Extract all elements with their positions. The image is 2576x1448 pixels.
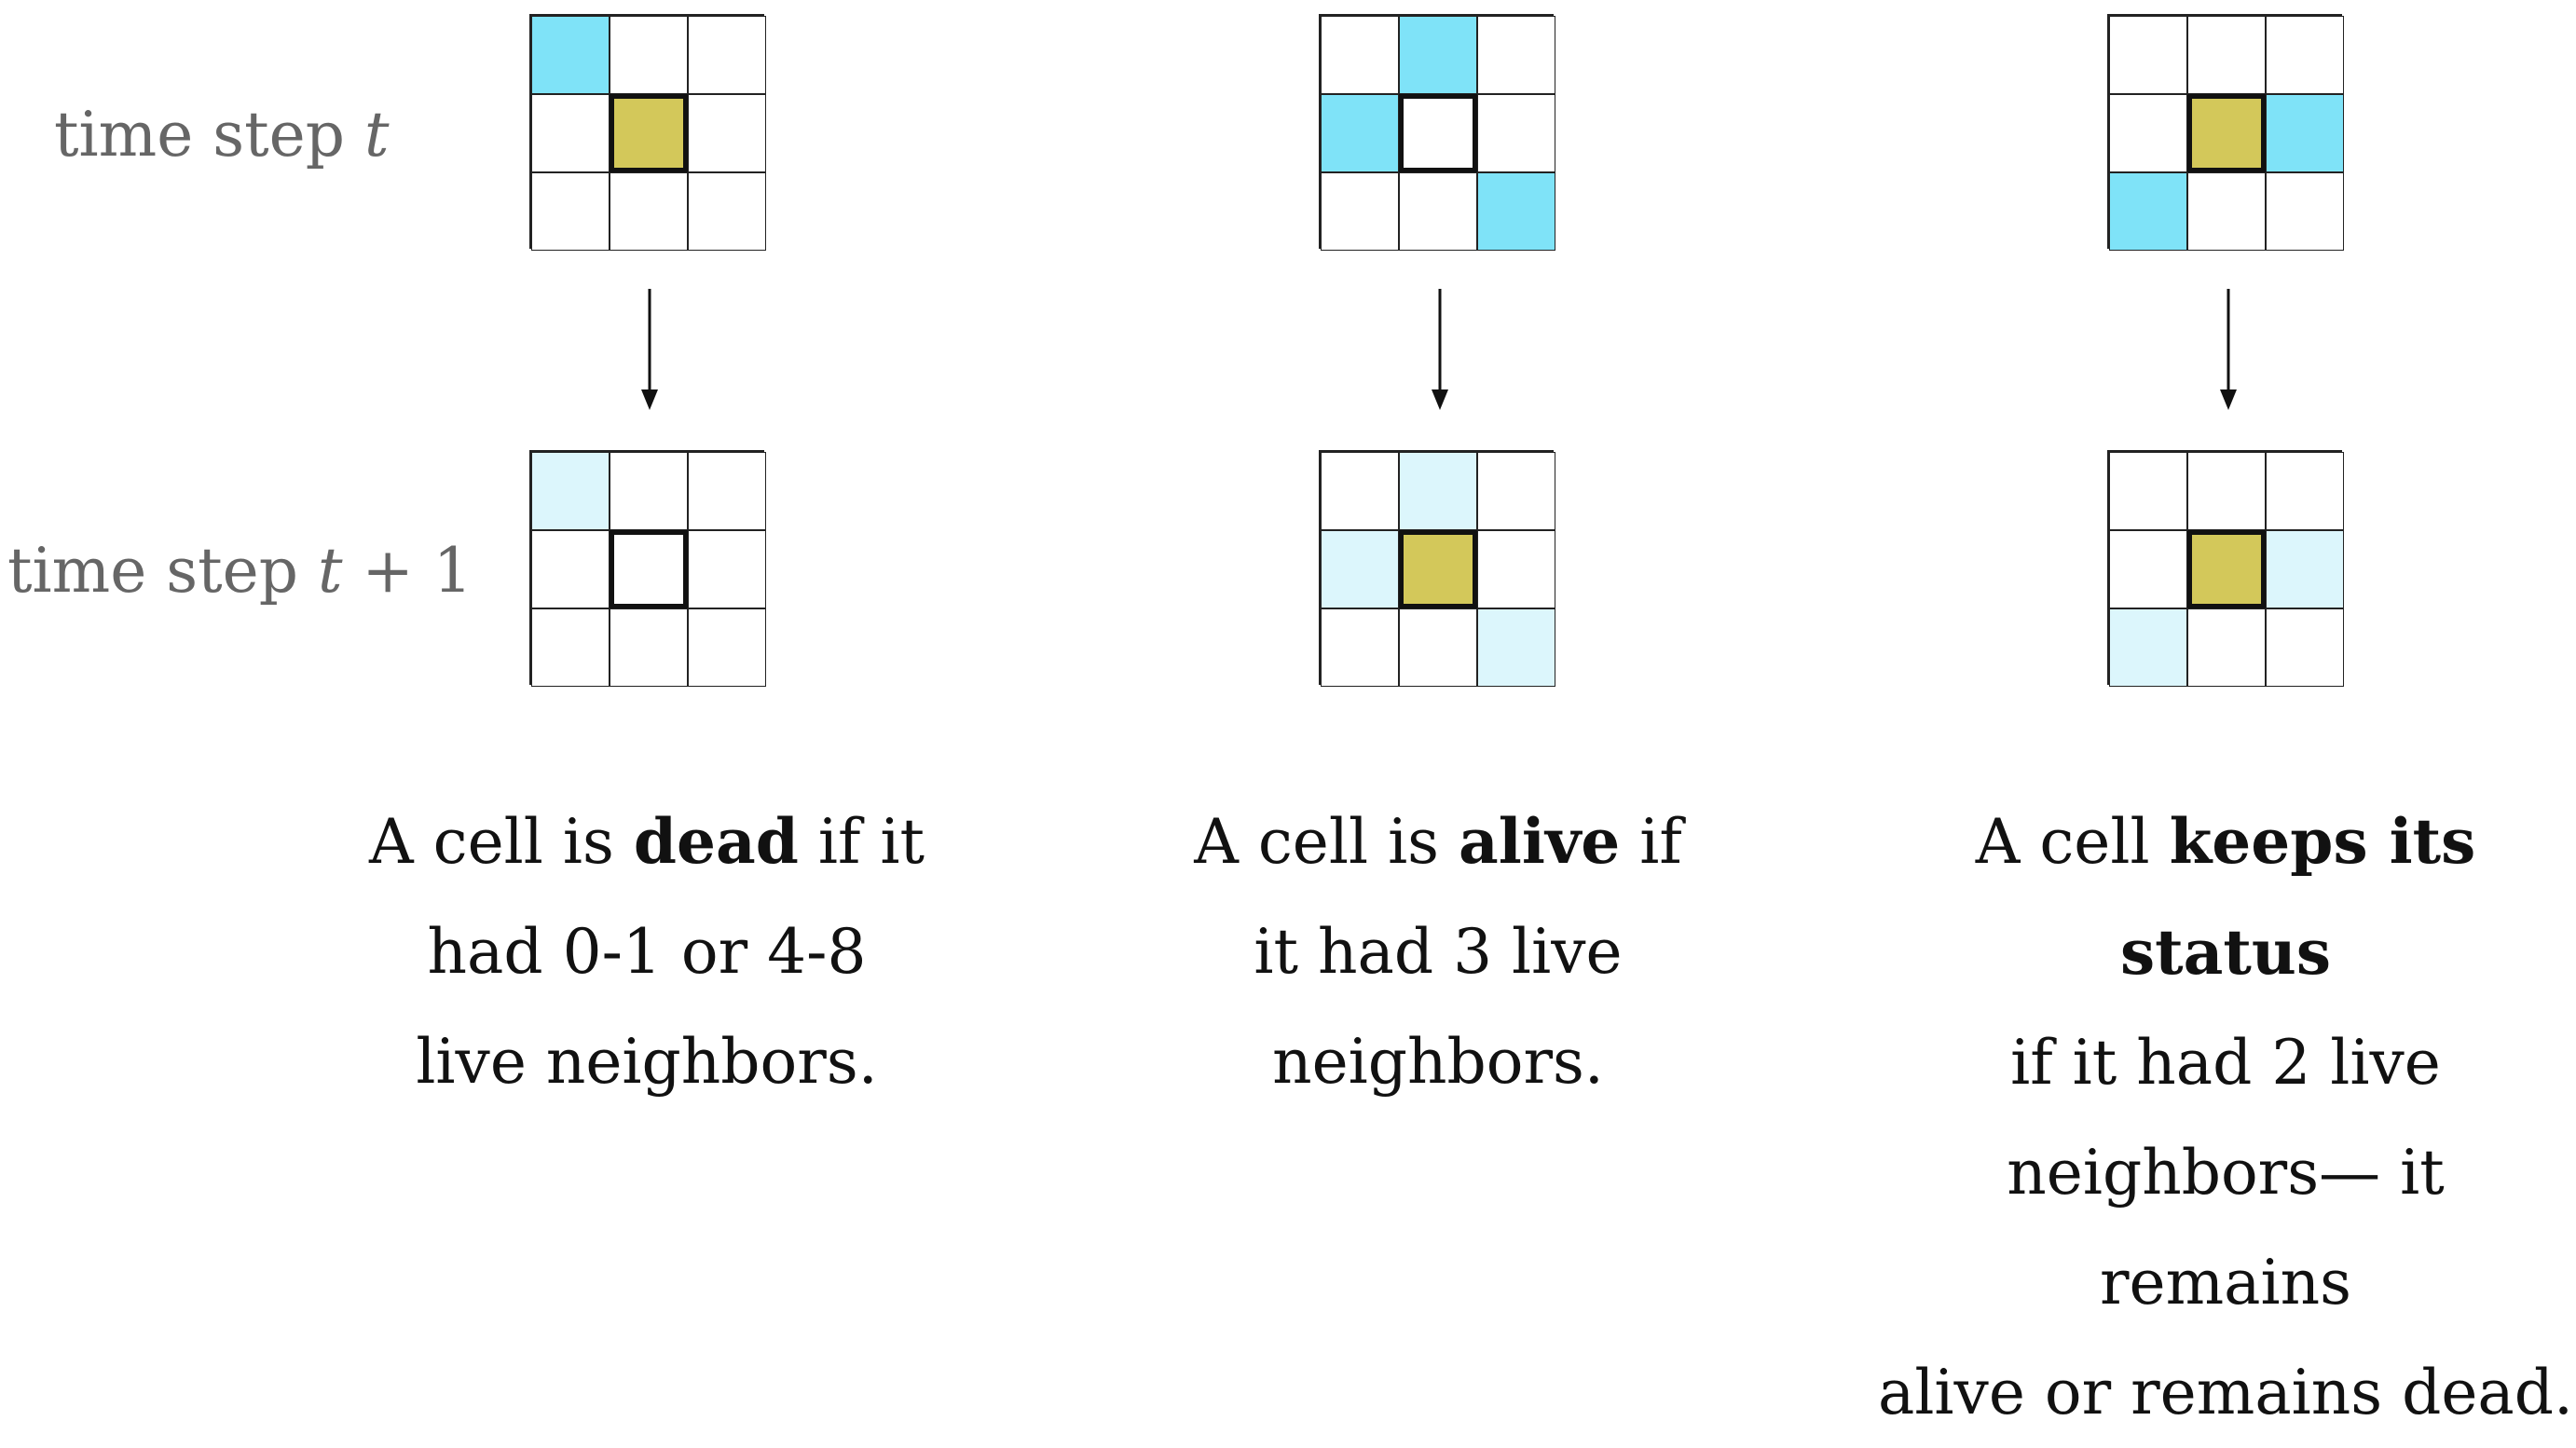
neighbor-cell <box>2109 452 2187 530</box>
rule2-caption-line3: neighbors. <box>1272 1026 1604 1098</box>
rule1-caption: A cell is dead if it had 0-1 or 4-8 live… <box>293 786 1001 1117</box>
rule1-caption-line1: A cell is dead if it <box>293 786 1001 897</box>
neighbor-cell <box>2109 608 2187 687</box>
rule2-caption-line1: A cell is alive if <box>1084 786 1792 897</box>
neighbor-cell <box>688 530 766 608</box>
neighbor-cell <box>2187 16 2266 94</box>
neighbor-cell <box>2266 16 2344 94</box>
rule2-arrow <box>1432 289 1448 410</box>
label-var: t <box>363 99 390 171</box>
neighbor-cell <box>2109 530 2187 608</box>
neighbor-cell <box>1321 172 1399 251</box>
rule1-caption-line3: live neighbors. <box>416 1026 878 1098</box>
neighbor-cell <box>1321 608 1399 687</box>
neighbor-cell <box>531 172 610 251</box>
label-time-step-t-plus-1: time step t + 1 <box>7 540 473 602</box>
neighbor-cell <box>1477 172 1555 251</box>
neighbor-cell <box>2109 172 2187 251</box>
caption-text: if it <box>798 806 925 878</box>
rule3-caption-line2: if it had 2 live <box>2010 1027 2441 1099</box>
neighbor-cell <box>1399 608 1477 687</box>
center-cell <box>610 530 688 608</box>
neighbor-cell <box>688 452 766 530</box>
rule3-caption-line4: alive or remains dead. <box>1877 1357 2574 1428</box>
neighbor-cell <box>1477 94 1555 172</box>
caption-text: A cell <box>1975 806 2170 878</box>
label-prefix: time step <box>7 535 318 607</box>
rule3-grid-before <box>2107 14 2344 251</box>
neighbor-cell <box>1321 452 1399 530</box>
neighbor-cell <box>531 16 610 94</box>
neighbor-cell <box>1321 94 1399 172</box>
neighbor-cell <box>610 608 688 687</box>
neighbor-cell <box>1477 608 1555 687</box>
neighbor-cell <box>2266 608 2344 687</box>
caption-text: A cell is <box>368 806 634 878</box>
caption-bold: dead <box>633 805 799 878</box>
caption-bold: keeps its status <box>2119 805 2476 989</box>
neighbor-cell <box>1477 16 1555 94</box>
neighbor-cell <box>531 452 610 530</box>
label-var: t <box>317 535 343 607</box>
rule1-grid-after <box>529 450 766 687</box>
rule1-caption-line2: had 0-1 or 4-8 <box>427 916 867 988</box>
neighbor-cell <box>2266 172 2344 251</box>
center-cell <box>610 94 688 172</box>
neighbor-cell <box>688 94 766 172</box>
center-cell <box>1399 530 1477 608</box>
neighbor-cell <box>1321 16 1399 94</box>
rule2-caption-line2: it had 3 live <box>1254 916 1623 988</box>
neighbor-cell <box>2109 16 2187 94</box>
neighbor-cell <box>688 172 766 251</box>
center-cell <box>1399 94 1477 172</box>
neighbor-cell <box>1399 172 1477 251</box>
label-suffix: + 1 <box>342 535 473 607</box>
label-time-step-t: time step t <box>54 104 389 166</box>
neighbor-cell <box>2187 608 2266 687</box>
neighbor-cell <box>688 16 766 94</box>
rule2-caption: A cell is alive if it had 3 live neighbo… <box>1084 786 1792 1117</box>
neighbor-cell <box>2109 94 2187 172</box>
rule2-grid-before <box>1319 14 1555 251</box>
rule1-arrow <box>641 289 658 410</box>
caption-text: if <box>1620 806 1682 878</box>
neighbor-cell <box>531 608 610 687</box>
neighbor-cell <box>2266 94 2344 172</box>
neighbor-cell <box>1399 452 1477 530</box>
rule3-arrow <box>2220 289 2237 410</box>
neighbor-cell <box>1321 530 1399 608</box>
neighbor-cell <box>610 452 688 530</box>
neighbor-cell <box>1477 452 1555 530</box>
rule2-grid-after <box>1319 450 1555 687</box>
neighbor-cell <box>610 172 688 251</box>
rule3-caption-line3: neighbors— it remains <box>2007 1137 2445 1318</box>
neighbor-cell <box>2266 530 2344 608</box>
caption-bold: alive <box>1459 805 1621 878</box>
rule1-grid-before <box>529 14 766 251</box>
caption-text: A cell is <box>1194 806 1459 878</box>
label-prefix: time step <box>54 99 364 171</box>
neighbor-cell <box>531 94 610 172</box>
neighbor-cell <box>531 530 610 608</box>
center-cell <box>2187 530 2266 608</box>
neighbor-cell <box>610 16 688 94</box>
neighbor-cell <box>2187 452 2266 530</box>
rule3-caption-line1: A cell keeps its status <box>1871 786 2576 1008</box>
rule3-caption: A cell keeps its status if it had 2 live… <box>1871 786 2576 1448</box>
neighbor-cell <box>688 608 766 687</box>
neighbor-cell <box>1399 16 1477 94</box>
rule3-grid-after <box>2107 450 2344 687</box>
neighbor-cell <box>2187 172 2266 251</box>
neighbor-cell <box>2266 452 2344 530</box>
center-cell <box>2187 94 2266 172</box>
neighbor-cell <box>1477 530 1555 608</box>
